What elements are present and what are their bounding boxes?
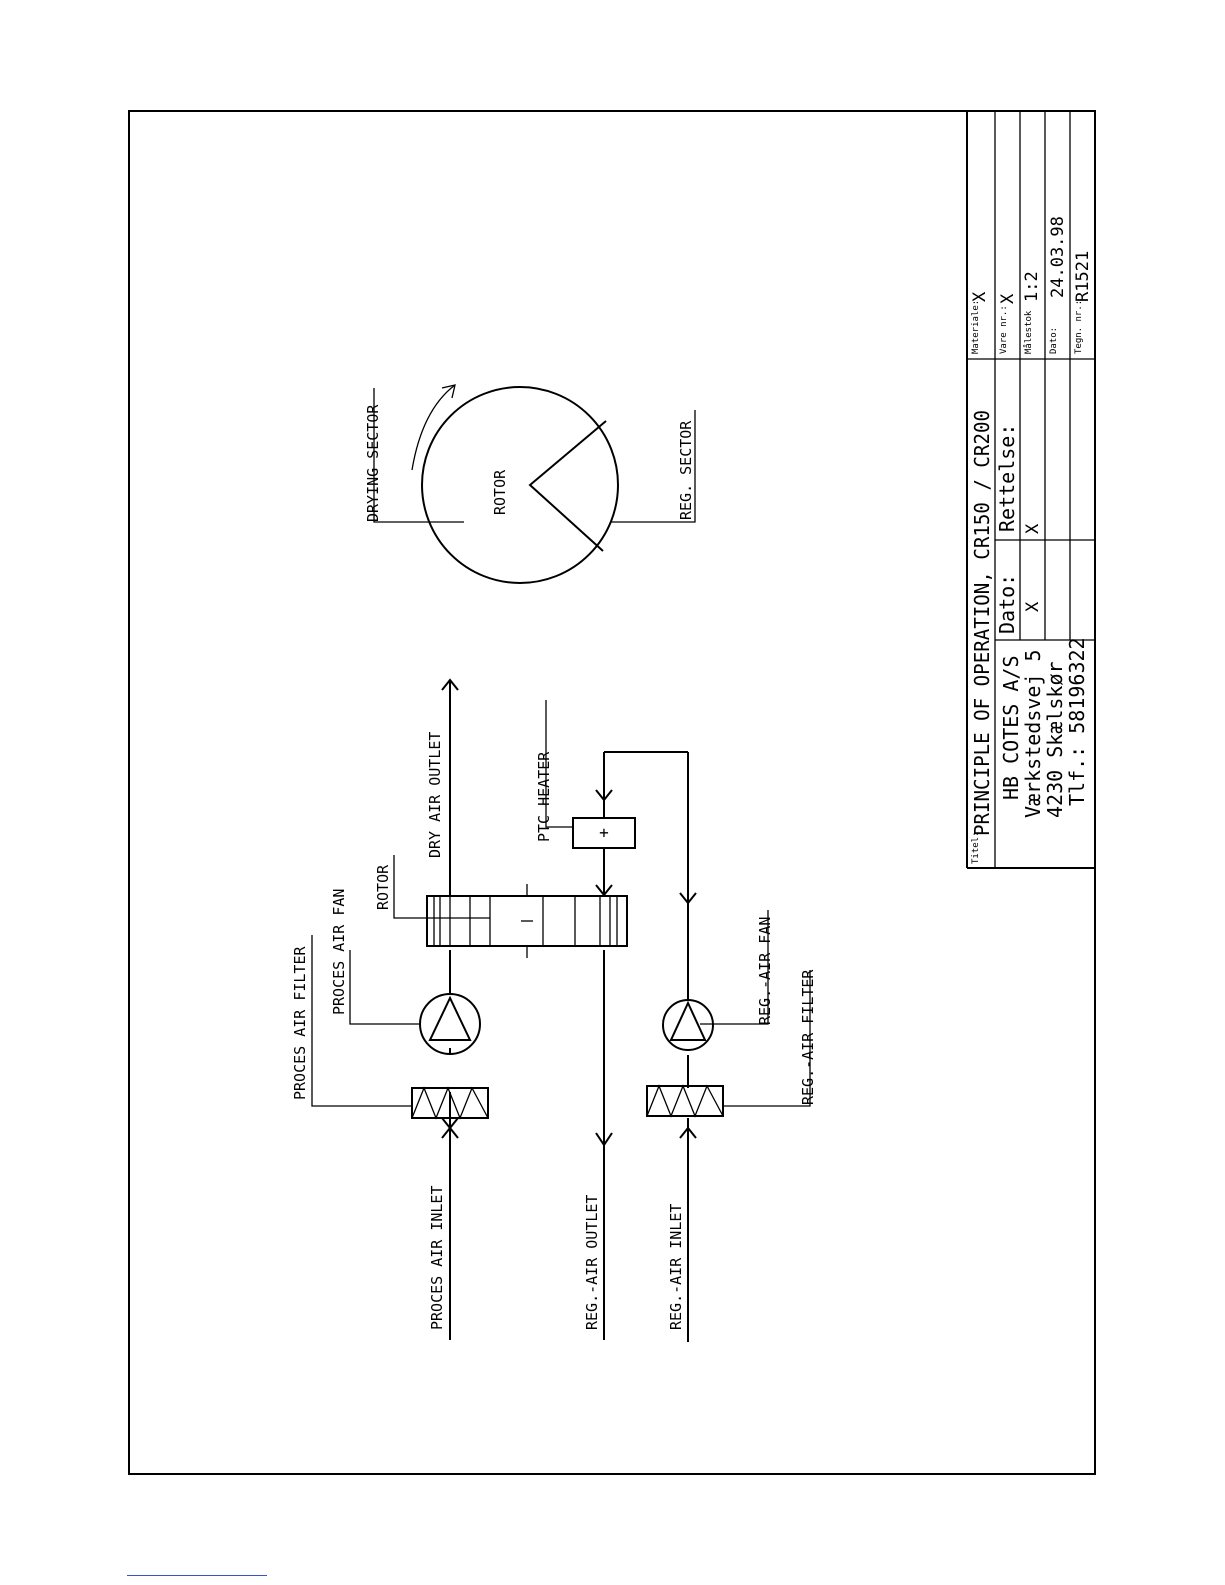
label-reg-air-inlet: REG.-AIR INLET — [667, 1204, 685, 1330]
tb-materiale-label: Materiale: — [971, 300, 981, 354]
tb-dato-header: Dato: — [995, 574, 1019, 634]
tb-street: Værkstedsvej 5 — [1021, 649, 1045, 818]
tb-phone: Tlf.: 58196322 — [1065, 637, 1089, 806]
tb-title: PRINCIPLE OF OPERATION, CR150 / CR200 — [970, 410, 994, 836]
tb-rettelse-header: Rettelse: — [995, 424, 1019, 532]
label-ptc-heater: PTC HEATER — [535, 751, 553, 842]
ptc-heater-symbol: + — [572, 751, 689, 1000]
tb-tegn-value: R1521 — [1073, 251, 1093, 302]
label-rotor-circle: ROTOR — [491, 469, 509, 515]
tb-vare-value: X — [998, 293, 1018, 304]
tb-tegn-label: Tegn. nr.: — [1074, 300, 1084, 354]
tb-malestok-label: Målestok — [1023, 310, 1034, 354]
leader-lines — [311, 388, 811, 1107]
rotor-schematic-symbol — [426, 884, 628, 958]
label-proces-air-filter: PROCES AIR FILTER — [291, 946, 309, 1100]
drawing-frame — [128, 110, 1096, 1475]
process-air-fan-symbol — [419, 993, 481, 1055]
label-drying-sector: DRYING SECTOR — [364, 404, 382, 522]
reg-air-outlet-line — [595, 950, 613, 1340]
reg-air-fan-symbol — [662, 999, 714, 1051]
tb-company: HB COTES A/S — [999, 656, 1023, 801]
tb-vare-label: Vare nr.: — [999, 305, 1009, 354]
tb-malestok-value: 1:2 — [1022, 271, 1042, 302]
footer-link-underline — [127, 1575, 267, 1576]
tb-city: 4230 Skælskør — [1043, 661, 1067, 818]
tb-dato-value: X — [1023, 601, 1043, 612]
title-block — [966, 111, 1095, 869]
label-proces-air-fan: PROCES AIR FAN — [330, 889, 348, 1015]
tb-date-value: 24.03.98 — [1048, 216, 1068, 298]
label-proces-air-inlet: PROCES AIR INLET — [428, 1186, 446, 1331]
tb-date-label: Dato: — [1049, 327, 1059, 354]
label-dry-air-outlet: DRY AIR OUTLET — [426, 732, 444, 858]
reg-air-filter-symbol — [646, 1084, 724, 1118]
label-reg-air-fan: REG.-AIR FAN — [756, 917, 774, 1025]
label-reg-air-outlet: REG.-AIR OUTLET — [583, 1195, 601, 1330]
label-reg-air-filter: REG.-AIR FILTER — [799, 969, 817, 1105]
tb-rettelse-value: X — [1023, 523, 1043, 534]
tb-materiale-value: X — [970, 291, 990, 302]
process-air-line — [441, 678, 459, 1340]
label-rotor-schematic: ROTOR — [374, 864, 392, 910]
label-reg-sector: REG. SECTOR — [677, 420, 695, 520]
tb-title-label: Titel: — [971, 831, 981, 864]
rotor-circle-diagram — [411, 384, 619, 584]
heater-plus-symbol: + — [599, 823, 609, 842]
process-air-filter-symbol — [411, 1086, 489, 1120]
